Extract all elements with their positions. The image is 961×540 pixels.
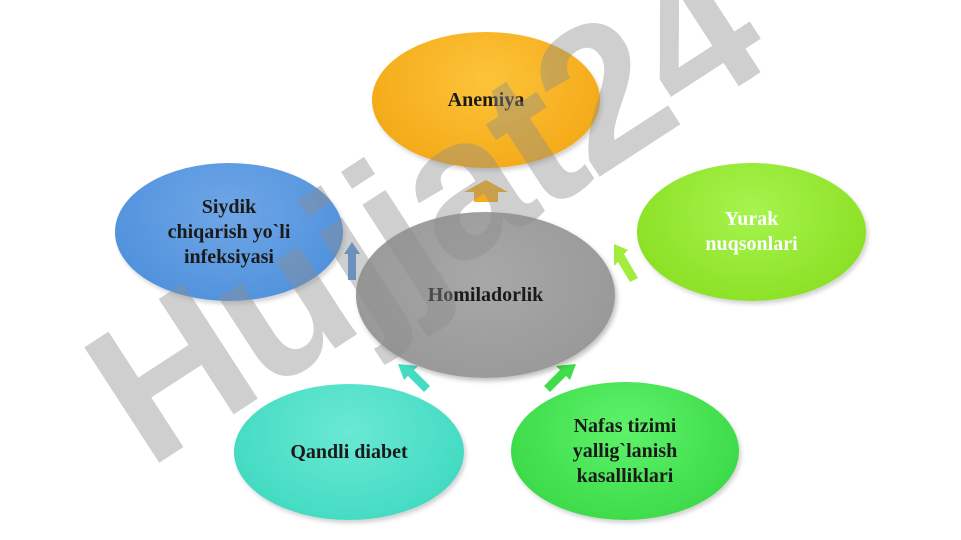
arrow-to-siydik <box>344 242 360 280</box>
node-siydik-line-3: infeksiyasi <box>183 245 274 268</box>
node-siydik-line-1: Siydik <box>201 195 257 218</box>
node-nafas-tizimi: Nafas tizimi yallig`lanish kasalliklari <box>511 382 739 520</box>
node-nafas-line-3: kasalliklari <box>576 464 674 487</box>
arrow-to-yurak <box>614 244 638 282</box>
center-label: Homiladorlik <box>427 283 544 306</box>
arrow-to-qandli <box>398 364 430 392</box>
node-yurak-label: Yurak nuqsonlari <box>705 207 797 257</box>
node-nafas-label: Nafas tizimi yallig`lanish kasalliklari <box>573 414 677 489</box>
node-nafas-line-2: yallig`lanish <box>572 439 678 462</box>
node-yurak-nuqsonlari: Yurak nuqsonlari <box>637 163 866 301</box>
node-yurak-line-1: Yurak <box>724 208 779 230</box>
node-yurak-line-2: nuqsonlari <box>705 233 798 255</box>
node-siydik-label: Siydik chiqarish yo`li infeksiyasi <box>168 195 291 270</box>
node-center-homiladorlik: Homiladorlik <box>356 212 615 378</box>
node-qandli-label: Qandli diabet <box>290 440 407 465</box>
arrow-to-anemiya <box>464 180 508 202</box>
node-qandli-diabet: Qandli diabet <box>234 384 464 520</box>
node-anemiya-line-1: Anemiya <box>447 88 525 111</box>
node-siydik-line-2: chiqarish yo`li <box>167 220 291 243</box>
node-siydik-chiqarish: Siydik chiqarish yo`li infeksiyasi <box>115 163 343 301</box>
node-anemiya: Anemiya <box>372 32 600 168</box>
arrow-to-nafas <box>544 364 576 392</box>
node-nafas-line-1: Nafas tizimi <box>573 414 677 437</box>
node-anemiya-label: Anemiya <box>448 88 525 113</box>
node-qandli-line-1: Qandli diabet <box>290 440 408 463</box>
